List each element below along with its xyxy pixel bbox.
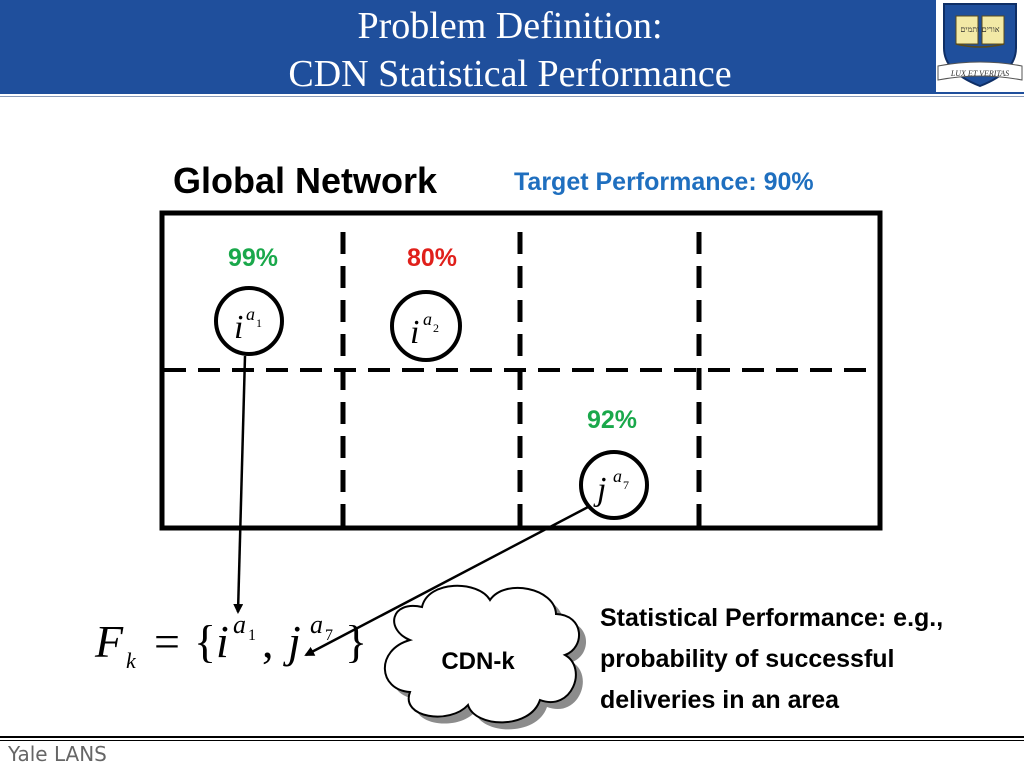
slide-title: Problem Definition: CDN Statistical Perf… xyxy=(120,2,900,98)
shield-icon: אורים ותמים LUX ET VERITAS xyxy=(937,3,1023,88)
network-boundary xyxy=(159,210,883,531)
formula-term1-sub: 1 xyxy=(248,627,256,644)
formula-term1-sup: a xyxy=(233,610,246,639)
description-line-2: probability of successful xyxy=(600,645,895,673)
node-j-a7-circle xyxy=(579,450,649,520)
formula-equals: = xyxy=(154,616,180,667)
arrow-j-a7-to-formula xyxy=(304,504,591,657)
node-i-a1-sup: a xyxy=(246,304,255,324)
description-line-1: Statistical Performance: e.g., xyxy=(600,604,944,632)
node-i-a2-circle xyxy=(390,290,462,362)
node-j-a7-sub: 7 xyxy=(623,478,629,492)
node-i-a2-sup: a xyxy=(423,309,432,329)
crest-hebrew: אורים ותמים xyxy=(960,25,999,34)
title-line-1: Problem Definition: xyxy=(357,5,663,47)
formula-lhs: F xyxy=(94,616,124,667)
header-rule xyxy=(0,92,1024,94)
node-j-a7-base: j xyxy=(593,471,606,508)
node-j-a7: j a 7 xyxy=(579,450,649,520)
formula-term2-sup: a xyxy=(310,610,323,639)
formula-lhs-sub: k xyxy=(126,648,137,673)
formula: F k = { i a 1 , j a 7 } xyxy=(94,610,367,673)
node-i-a1-circle xyxy=(214,286,284,356)
network-label: Global Network xyxy=(173,160,438,201)
footer-rule xyxy=(0,736,1024,738)
formula-close-brace: } xyxy=(345,616,367,667)
node-i-a1: i a 1 xyxy=(214,286,284,356)
node-i-a1-sub: 1 xyxy=(256,316,262,330)
statistical-performance-description: Statistical Performance: e.g., probabili… xyxy=(600,598,1020,721)
formula-term2-sub: 7 xyxy=(325,627,333,644)
cell-1-performance: 99% xyxy=(228,244,278,272)
formula-term2-base: j xyxy=(283,616,301,667)
yale-crest: אורים ותמים LUX ET VERITAS xyxy=(936,0,1024,92)
cloud-label: CDN-k xyxy=(441,648,515,675)
node-i-a2: i a 2 xyxy=(390,290,462,362)
node-j-a7-sup: a xyxy=(613,466,622,486)
node-i-a2-base: i xyxy=(410,314,419,351)
title-bar xyxy=(0,0,1024,92)
formula-comma: , xyxy=(262,616,274,667)
cell-2-performance: 80% xyxy=(407,244,457,272)
formula-open-brace: { xyxy=(194,616,216,667)
formula-term1-base: i xyxy=(216,616,229,667)
node-i-a1-base: i xyxy=(234,309,243,346)
title-line-2: CDN Statistical Performance xyxy=(288,53,732,95)
description-line-3: deliveries in an area xyxy=(600,686,840,714)
crest-motto: LUX ET VERITAS xyxy=(950,69,1009,78)
arrow-i-a1-to-formula xyxy=(233,355,247,614)
cdn-cloud: CDN-k xyxy=(383,584,587,730)
node-i-a2-sub: 2 xyxy=(433,321,439,335)
header-rule-thin xyxy=(0,96,1024,97)
footer-label: Yale LANS xyxy=(8,742,107,766)
footer-rule-thin xyxy=(0,740,1024,741)
cell-7-performance: 92% xyxy=(587,406,637,434)
target-performance-label: Target Performance: 90% xyxy=(514,168,814,196)
